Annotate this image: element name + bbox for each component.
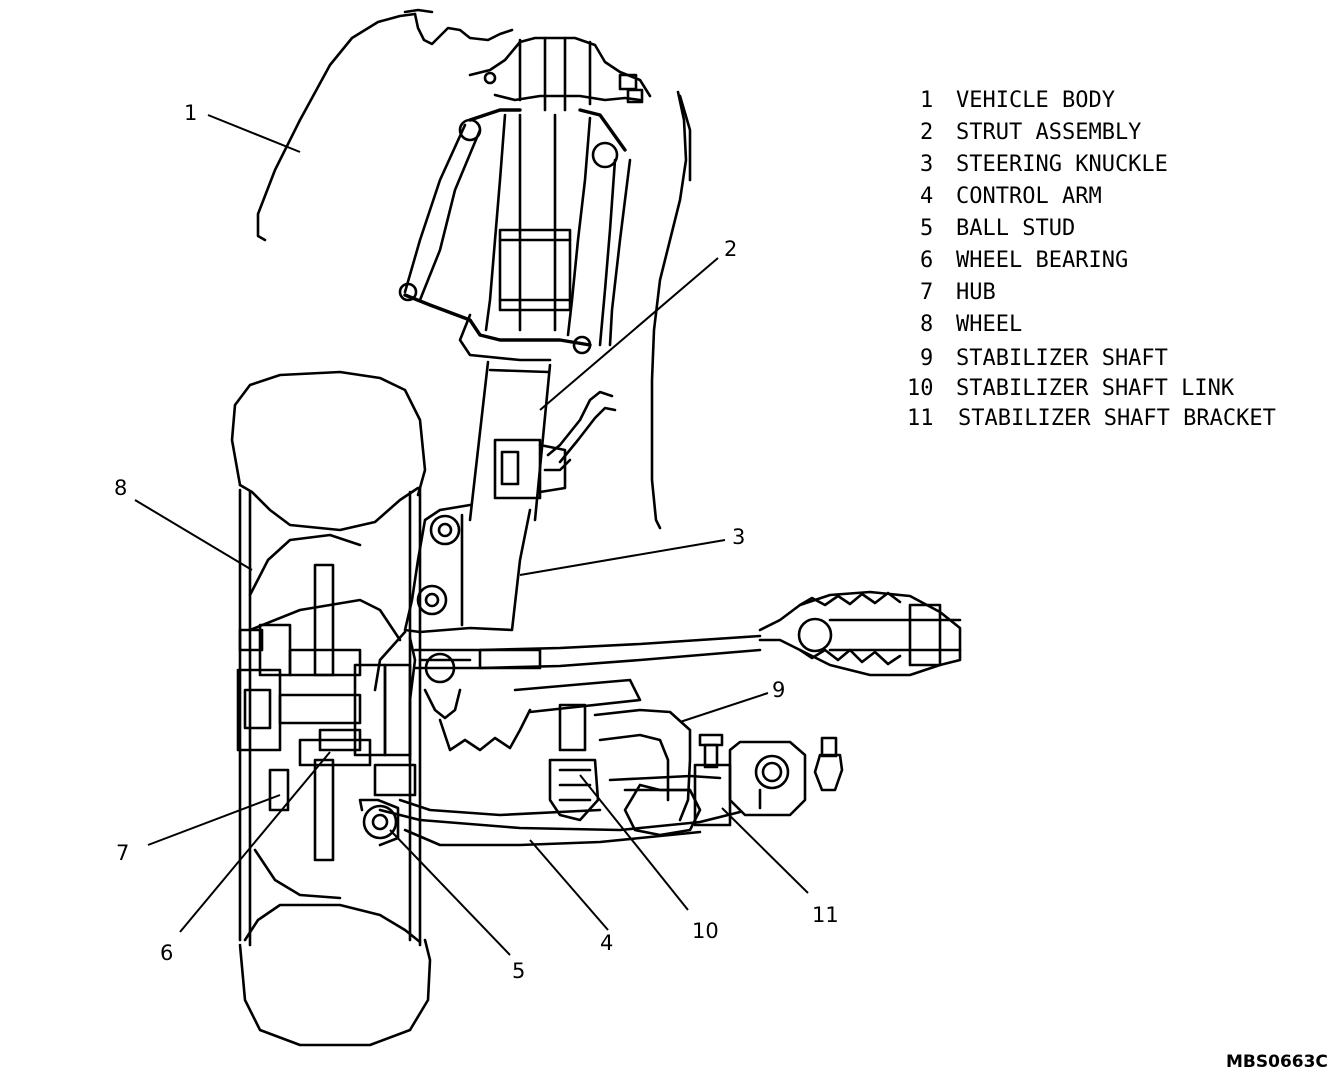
legend-num-11: 11 [907,406,934,431]
leader-11 [721,807,809,894]
stabilizer-shaft-bracket [693,733,844,827]
legend-num-7: 7 [920,280,933,305]
strut-assembly [398,36,652,522]
legend-label-2: STRUT ASSEMBLY [956,120,1141,145]
legend-label-4: CONTROL ARM [956,184,1102,209]
callout-2: 2 [724,237,737,261]
leader-1 [207,114,301,153]
leader-2 [539,257,719,411]
leader-6 [179,751,331,933]
callout-11: 11 [812,903,839,927]
legend-num-4: 4 [920,184,933,209]
legend-num-10: 10 [907,376,934,401]
steering-knuckle [373,503,532,762]
legend-label-8: WHEEL [956,312,1022,337]
stabilizer-shaft [593,708,722,837]
callout-4: 4 [600,931,613,955]
callout-9: 9 [772,678,785,702]
legend-num-3: 3 [920,152,933,177]
legend-num-8: 8 [920,312,933,337]
leader-5 [389,829,511,956]
legend-num-6: 6 [920,248,933,273]
legend-num-1: 1 [920,88,933,113]
callout-7: 7 [116,841,129,865]
callout-numbers: 1 2 3 4 5 6 7 8 9 10 11 [114,101,839,983]
figure-code: MBS0663C [1226,1052,1328,1072]
legend-num-5: 5 [920,216,933,241]
callout-5: 5 [512,959,525,983]
control-arm [358,798,742,847]
legend: 1 VEHICLE BODY 2 STRUT ASSEMBLY 3 STEERI… [907,88,1276,431]
legend-label-10: STABILIZER SHAFT LINK [956,376,1235,401]
callout-10: 10 [692,919,719,943]
legend-label-6: WHEEL BEARING [956,248,1128,273]
legend-label-9: STABILIZER SHAFT [956,346,1168,371]
wheel-tire [230,370,432,1047]
callout-6: 6 [160,941,173,965]
leader-9 [679,692,769,723]
hub-and-bearing [236,563,417,862]
legend-label-3: STEERING KNUCKLE [956,152,1168,177]
legend-label-11: STABILIZER SHAFT BRACKET [958,406,1276,431]
callout-1: 1 [184,101,197,125]
legend-num-2: 2 [920,120,933,145]
callout-3: 3 [732,525,745,549]
vehicle-body-outline [256,8,692,530]
legend-num-9: 9 [920,346,933,371]
legend-label-5: BALL STUD [956,216,1075,241]
stabilizer-shaft-link [548,703,600,822]
leader-8 [134,499,253,571]
legend-label-7: HUB [956,280,996,305]
drive-shaft [413,590,962,752]
leader-10 [579,774,689,911]
legend-label-1: VEHICLE BODY [956,88,1115,113]
callout-8: 8 [114,476,127,500]
leader-3 [519,539,726,576]
leader-7 [147,794,281,846]
leader-4 [529,839,609,931]
leader-lines [134,114,809,956]
